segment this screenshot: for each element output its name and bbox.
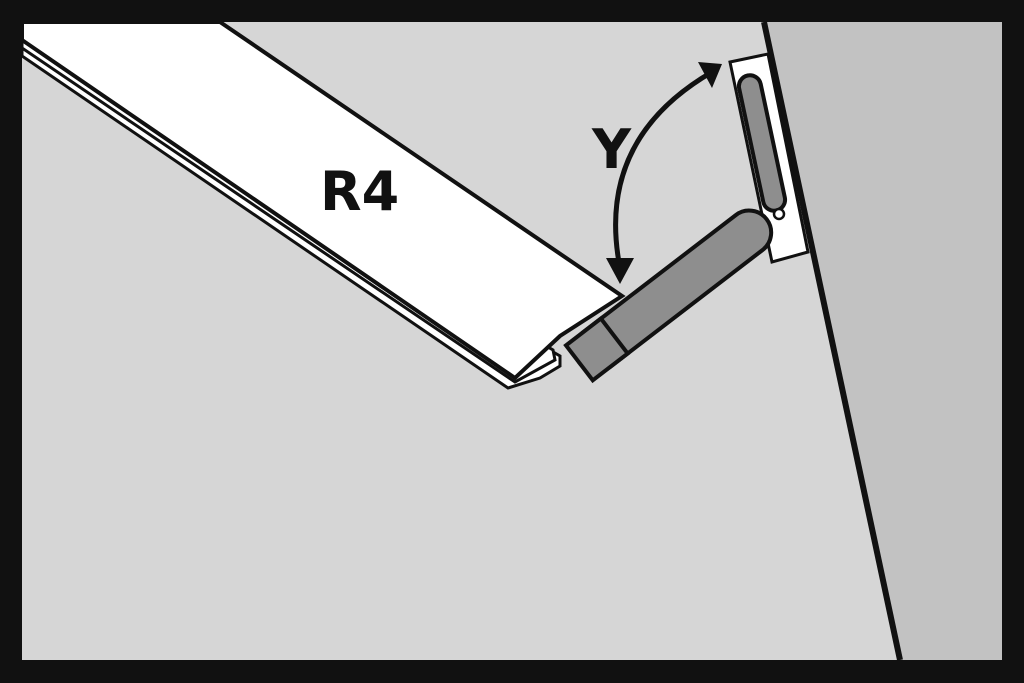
arrowhead-bottom-icon bbox=[606, 258, 634, 284]
wall bbox=[764, 22, 1002, 660]
pivot-screw-icon bbox=[772, 207, 786, 221]
bevel-blade bbox=[563, 208, 774, 384]
arrowhead-top-icon bbox=[698, 62, 722, 88]
board-label: R4 bbox=[320, 160, 399, 223]
angle-arc bbox=[613, 69, 717, 274]
board-r4: R4 bbox=[20, 20, 626, 390]
angle-label: Y bbox=[591, 118, 632, 181]
wall-edge bbox=[761, 21, 903, 661]
angle-indicator: Y bbox=[591, 62, 722, 284]
bevel-tool bbox=[563, 52, 810, 384]
board-top-face bbox=[20, 20, 626, 381]
